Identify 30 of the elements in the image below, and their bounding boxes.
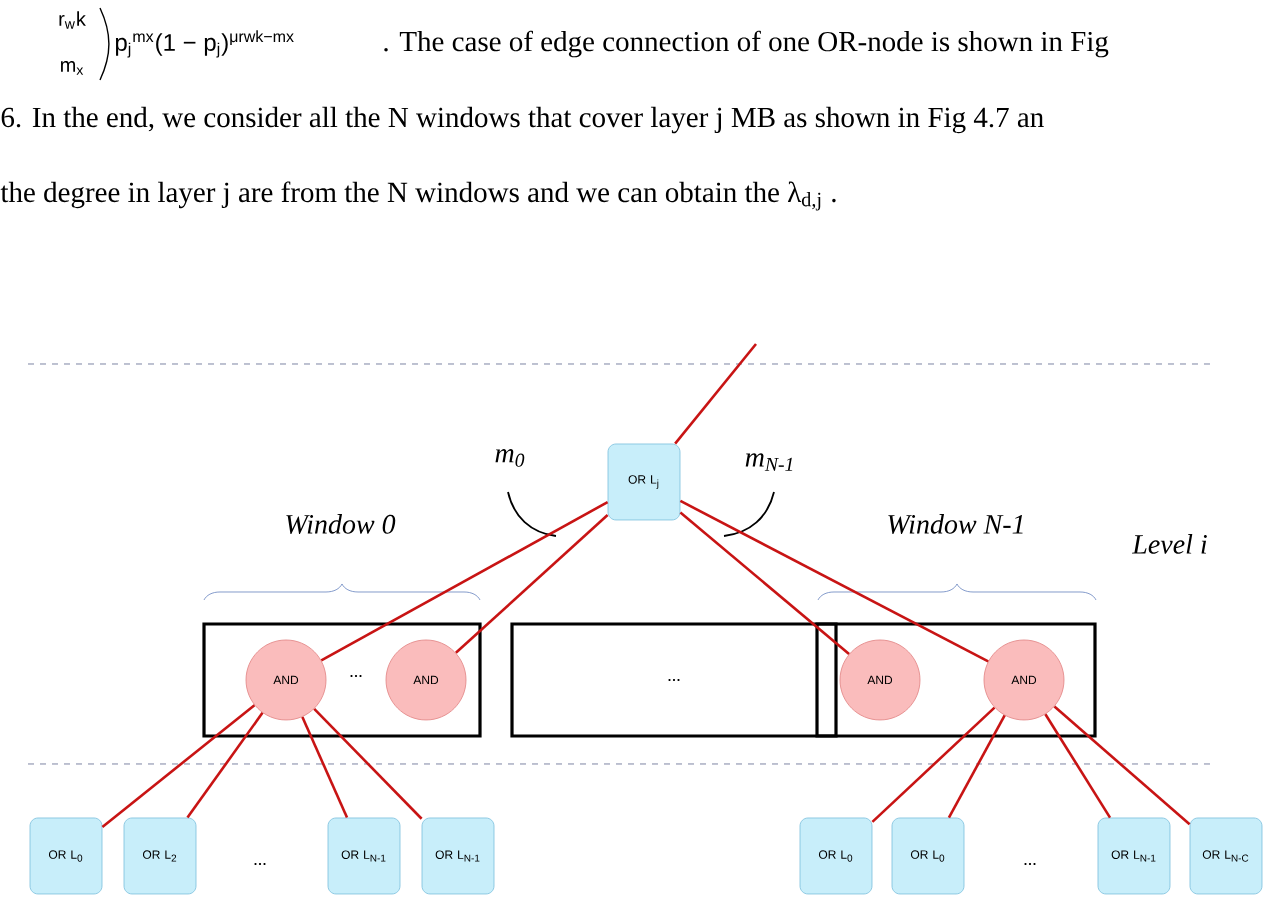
body-text: the degree in layer j are from the N windows and we can obtain the λ$_{d,j}$ . — [0, 181, 836, 211]
connector-line — [186, 712, 264, 819]
window-label: Window N-1 — [888, 514, 1023, 534]
connector-line — [1053, 705, 1191, 826]
connector-line — [679, 499, 989, 663]
connector-line — [947, 714, 1006, 819]
connector-line — [313, 707, 423, 820]
formula-text: p$_{j}$$^{mx}$(1 − p$_{j}$)$^{μrwk−mx}$ — [115, 30, 294, 58]
connector-line — [1044, 713, 1112, 819]
formula-text: r$_{w}$k — [59, 11, 86, 29]
level-label: Level i — [1132, 534, 1207, 554]
connector-line — [320, 500, 609, 662]
ellipsis: ... — [350, 674, 362, 678]
ellipsis: ... — [1024, 862, 1036, 866]
body-text: . The case of edge connection of one OR-node is shown in Fig — [384, 30, 1109, 58]
ellipsis: ... — [254, 862, 266, 866]
connector-line — [679, 511, 850, 655]
body-text: 6. In the end, we consider all the N windows that cover layer j MB as shown in Fig 4.7 an — [1, 106, 1044, 134]
window-box: ... — [510, 622, 838, 738]
window-box — [202, 622, 482, 738]
connector-line — [674, 343, 757, 445]
connector-line — [301, 716, 349, 819]
connector-line — [455, 514, 609, 654]
connector-line — [871, 706, 996, 823]
angle-label: m$_{N-1}$ — [745, 453, 793, 471]
connector-line — [101, 704, 256, 828]
window-label: Window 0 — [286, 514, 396, 534]
window-box — [815, 622, 1097, 738]
angle-label: m$_{0}$ — [495, 449, 525, 467]
formula-text: m$_{x}$ — [61, 61, 84, 75]
